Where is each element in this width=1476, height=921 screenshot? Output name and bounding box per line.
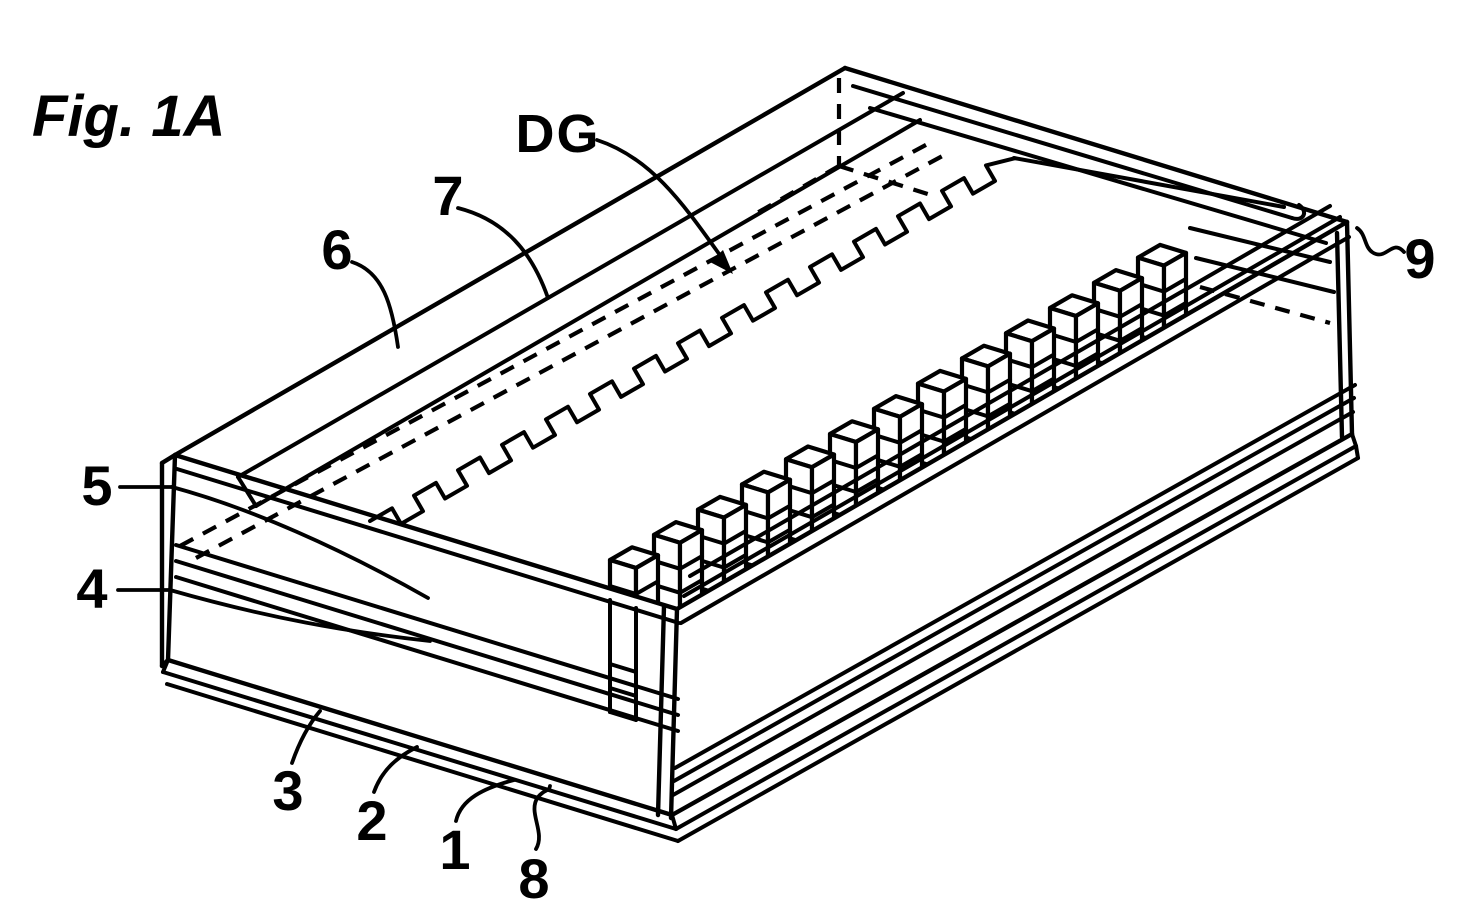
leader-lines bbox=[116, 206, 1406, 851]
dg-arrow bbox=[595, 138, 733, 274]
ref-numeral-1: 1 bbox=[439, 818, 471, 881]
ref-numeral-9: 9 bbox=[1404, 227, 1436, 290]
hidden-dashed-edges bbox=[179, 78, 1331, 560]
ref-numeral-7: 7 bbox=[432, 164, 464, 227]
ref-numeral-6: 6 bbox=[321, 218, 353, 281]
ref-numeral-4: 4 bbox=[76, 557, 108, 620]
label-dg: DG bbox=[515, 104, 601, 164]
ridge-front-block bbox=[608, 598, 638, 722]
ref-numeral-2: 2 bbox=[356, 789, 388, 852]
front-rim-lines bbox=[682, 204, 1342, 598]
ref-numeral-3: 3 bbox=[272, 759, 304, 822]
ref-numeral-8: 8 bbox=[518, 847, 550, 910]
substrate-foot-lines bbox=[161, 432, 1360, 843]
dg-arrowhead bbox=[710, 250, 733, 274]
ref-numeral-5: 5 bbox=[81, 454, 113, 517]
layer-lines-front bbox=[174, 467, 681, 733]
figure-caption: Fig. 1A bbox=[32, 84, 226, 149]
layer-lines-right bbox=[671, 235, 1357, 797]
top-rim-strip bbox=[851, 84, 1328, 245]
grating-corrugation-line bbox=[368, 156, 1016, 526]
